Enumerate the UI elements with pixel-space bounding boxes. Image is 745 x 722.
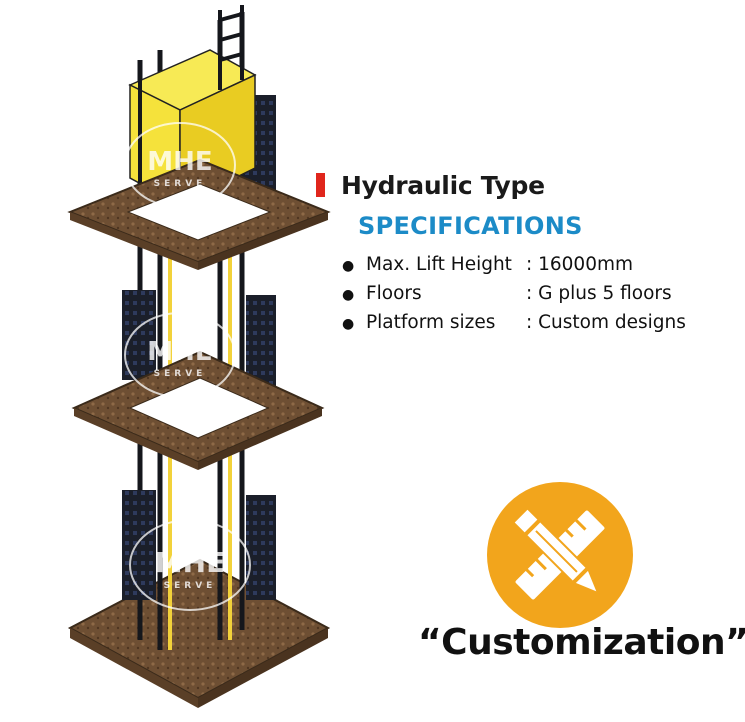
spec-list: ● Max. Lift Height : 16000mm ● Floors : …: [342, 254, 686, 341]
spec-item-max-lift-height: ● Max. Lift Height : 16000mm: [342, 254, 686, 283]
spec-item-floors: ● Floors : G plus 5 floors: [342, 283, 686, 312]
pencil-ruler-icon: [487, 482, 633, 628]
title-accent-bar: [316, 173, 325, 197]
watermark-brand: MHE: [147, 147, 212, 177]
spec-item-platform-sizes: ● Platform sizes : Custom designs: [342, 312, 686, 341]
specifications-heading: SPECIFICATIONS: [358, 212, 583, 240]
specifications-panel: Hydraulic Type SPECIFICATIONS ● Max. Lif…: [316, 168, 736, 333]
ladder-rails: [138, 5, 244, 200]
watermark-tagline: SERVE: [154, 369, 207, 379]
bullet-icon: ●: [342, 316, 355, 332]
floor-slab-top: [67, 158, 331, 270]
hydraulic-lift-illustration: MHE SERVE MHE SERVE MHE SERVE: [67, 5, 331, 708]
spec-label: Platform sizes: [366, 312, 496, 333]
watermark-brand: MHE: [155, 546, 225, 579]
title-row: Hydraulic Type: [316, 168, 736, 202]
customization-label: “Customization”: [418, 622, 745, 663]
mhe-watermark: [124, 122, 251, 611]
spec-label: Floors: [366, 283, 422, 304]
watermark-tagline: SERVE: [164, 581, 217, 591]
spec-value: : G plus 5 floors: [526, 283, 672, 304]
watermark-brand: MHE: [147, 337, 212, 367]
floor-slab-middle: [71, 350, 325, 470]
watermark-tagline: SERVE: [154, 179, 207, 189]
spec-label: Max. Lift Height: [366, 254, 512, 275]
bullet-icon: ●: [342, 258, 355, 274]
spec-value: : 16000mm: [526, 254, 634, 275]
product-title: Hydraulic Type: [341, 170, 545, 200]
bullet-icon: ●: [342, 287, 355, 303]
spec-value: : Custom designs: [526, 312, 686, 333]
